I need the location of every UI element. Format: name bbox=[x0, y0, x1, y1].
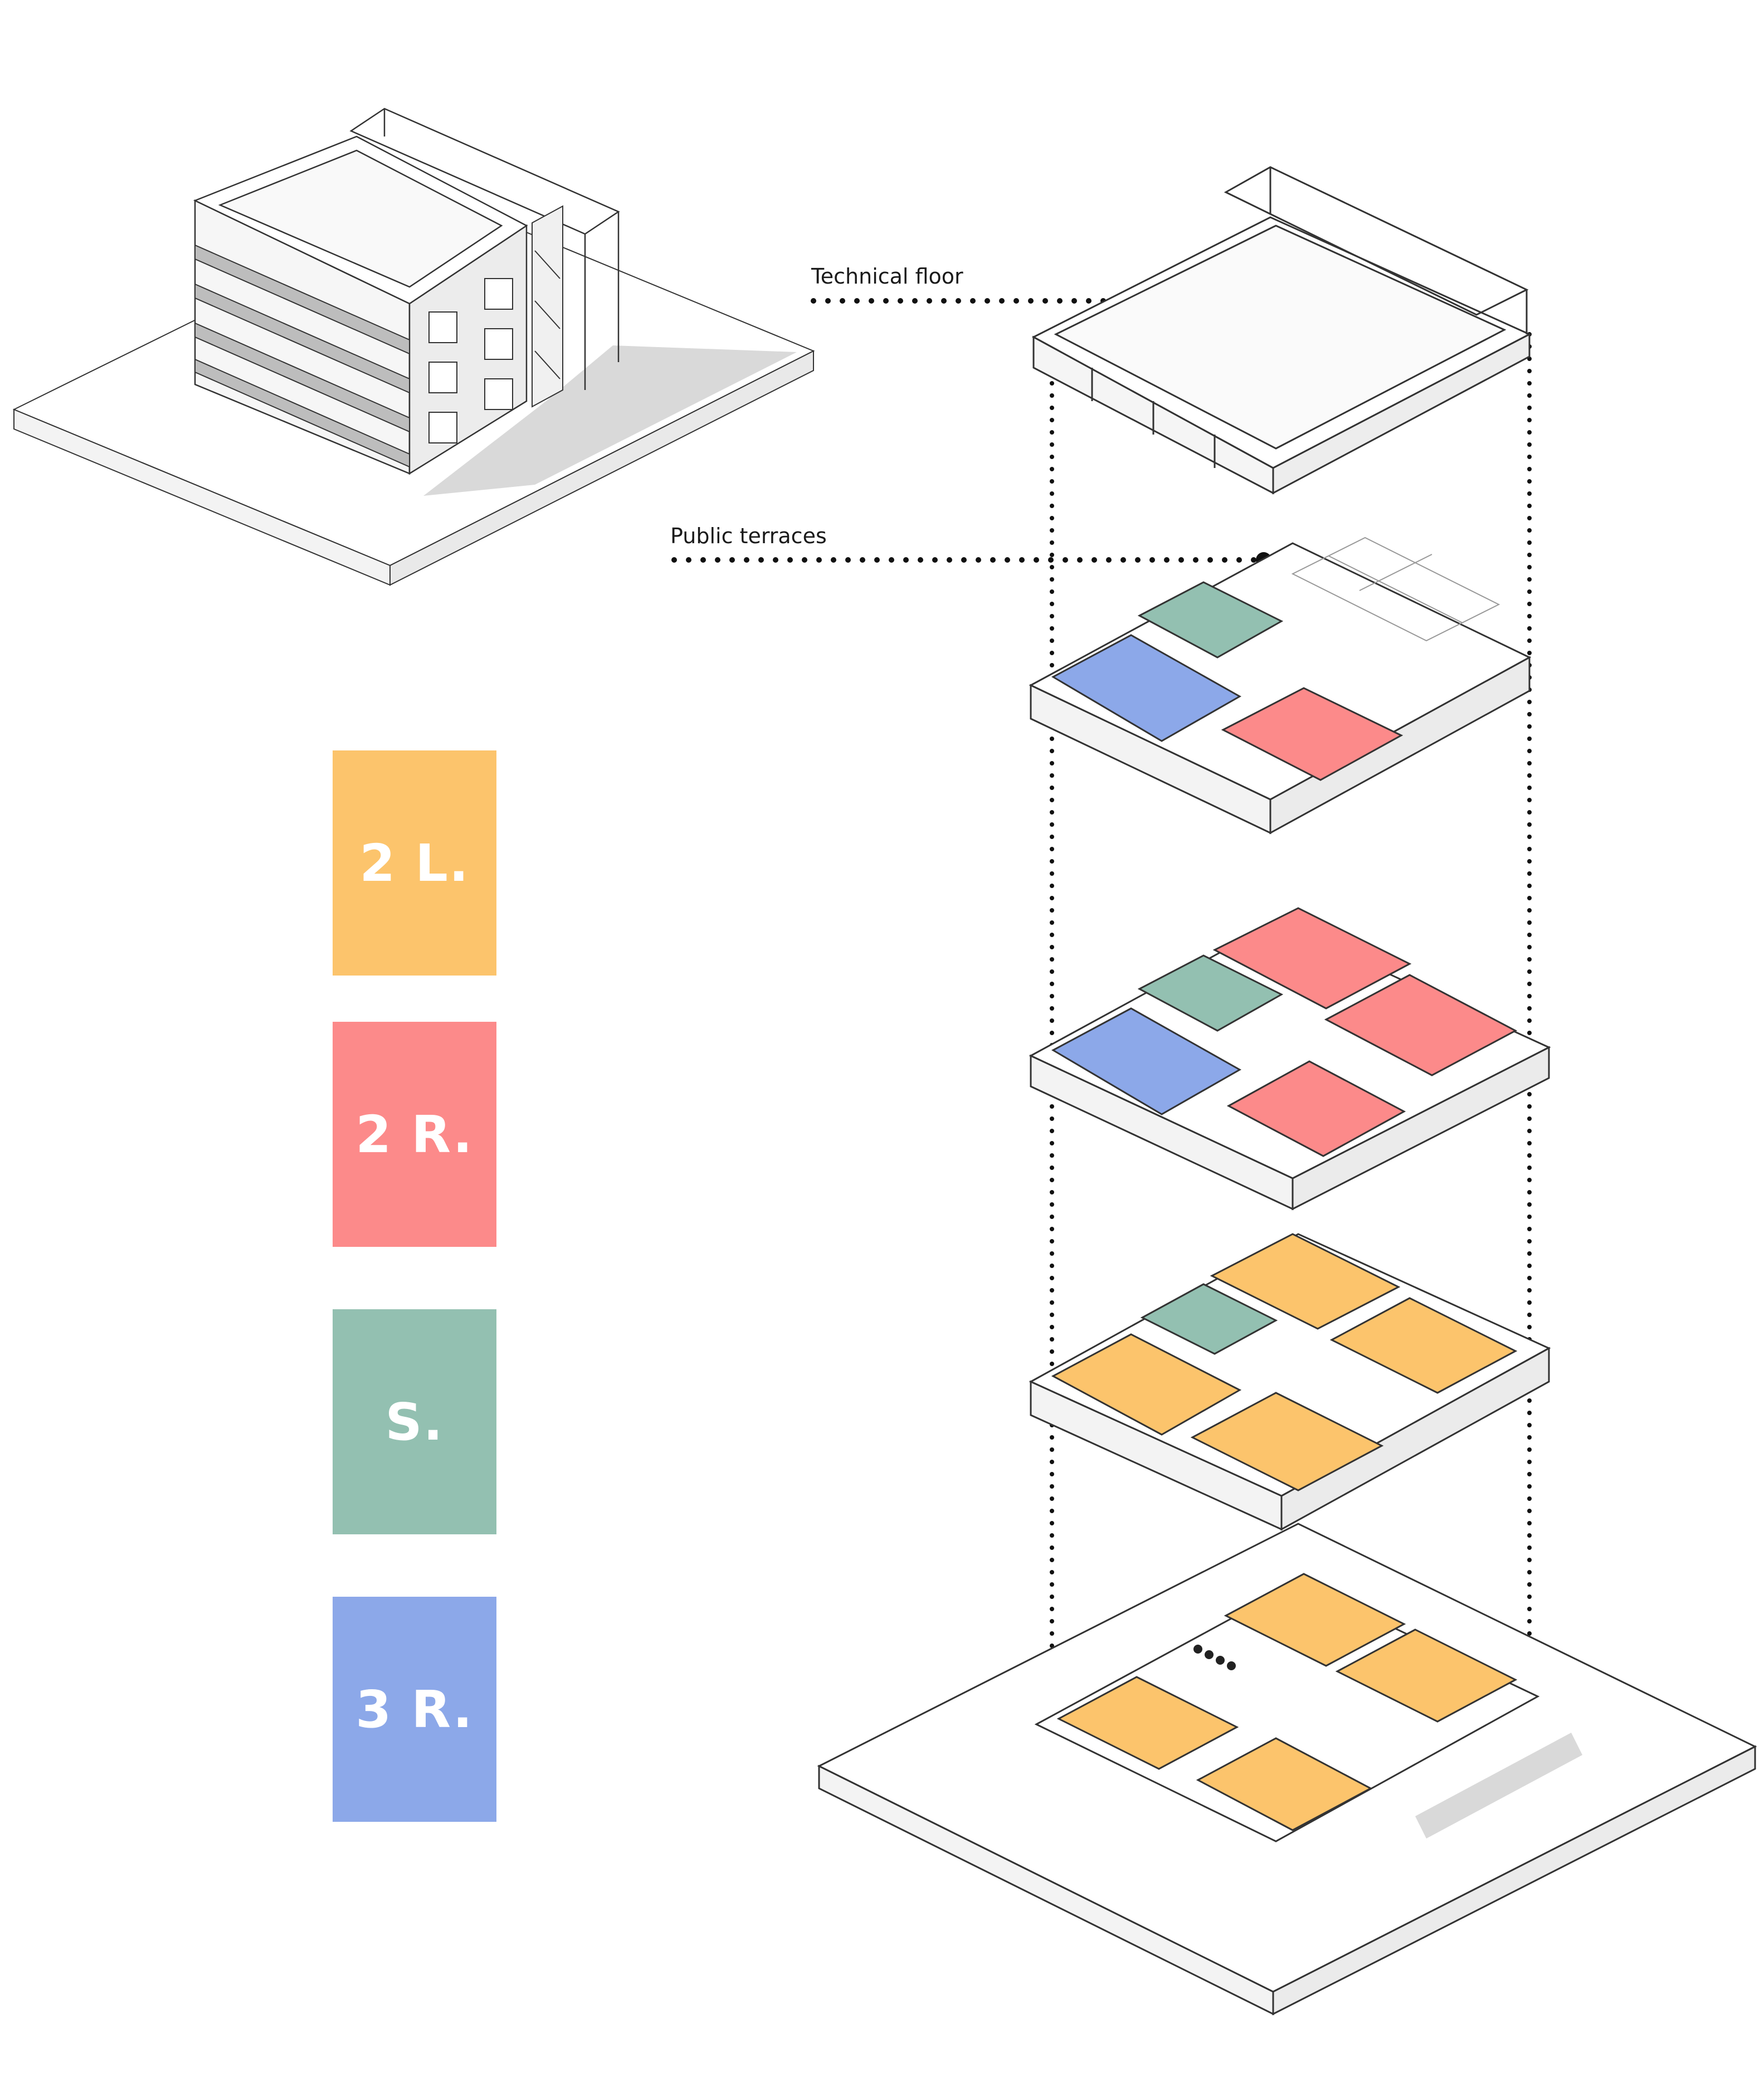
floor-3-plan bbox=[1029, 907, 1551, 1211]
callout-technical-floor: Technical floor bbox=[811, 264, 963, 289]
unit-2r-floor3-c bbox=[1226, 1060, 1406, 1157]
vertical-guide-lines bbox=[1050, 332, 1532, 1724]
unit-2r-floor4 bbox=[1221, 687, 1404, 781]
unit-2l-ground-b bbox=[1196, 1737, 1373, 1831]
unit-2r-floor3-b bbox=[1324, 974, 1518, 1076]
callout-public-terraces: Public terraces bbox=[670, 524, 827, 548]
unit-2l-floor2-c bbox=[1329, 1297, 1518, 1394]
unit-2l-ground-a bbox=[1056, 1676, 1239, 1770]
legend-label-2r: 2 R. bbox=[355, 1104, 474, 1164]
ground-shadow bbox=[1415, 1733, 1582, 1839]
floor-2-units bbox=[1051, 1233, 1518, 1491]
callout-public-terraces-leader bbox=[671, 552, 1271, 568]
ground-floor-plan bbox=[817, 1523, 1757, 2016]
legend-label-s: S. bbox=[385, 1392, 444, 1452]
legend-card-3r: 3 R. bbox=[333, 1597, 496, 1822]
unit-3r-floor4 bbox=[1051, 634, 1242, 742]
building-perspective bbox=[12, 108, 815, 586]
unit-2l-floor2-b bbox=[1210, 1233, 1401, 1330]
unit-2l-ground-d bbox=[1335, 1628, 1518, 1723]
legend-label-3r: 3 R. bbox=[355, 1679, 474, 1739]
building-shadow bbox=[423, 345, 797, 496]
facade-balconies bbox=[194, 244, 410, 468]
bike-parking-icon bbox=[1193, 1645, 1236, 1670]
legend-card-2l: 2 L. bbox=[333, 750, 496, 976]
unit-3r-floor3 bbox=[1051, 1007, 1242, 1115]
public-terraces-area bbox=[1291, 537, 1500, 642]
floor-3-units bbox=[1051, 907, 1518, 1157]
unit-2l-floor2-a bbox=[1051, 1333, 1242, 1436]
technical-floor-slab bbox=[1031, 166, 1532, 495]
unit-2r-floor3-a bbox=[1212, 907, 1412, 1010]
ground-units bbox=[1056, 1573, 1518, 1831]
floor-2-plan bbox=[1029, 1233, 1551, 1531]
unit-s-floor2 bbox=[1140, 1283, 1278, 1355]
stair-tower bbox=[532, 205, 563, 408]
legend-card-2r: 2 R. bbox=[333, 1022, 496, 1247]
unit-2l-floor2-d bbox=[1190, 1392, 1384, 1491]
legend-card-s: S. bbox=[333, 1309, 496, 1534]
unit-s-floor4 bbox=[1137, 581, 1284, 659]
floor-4-plan bbox=[1029, 537, 1532, 835]
unit-s-floor3 bbox=[1137, 954, 1284, 1032]
facade-windows bbox=[428, 278, 513, 443]
unit-2l-ground-c bbox=[1224, 1573, 1406, 1667]
legend-label-2l: 2 L. bbox=[359, 833, 470, 893]
floor-4-units bbox=[1051, 581, 1404, 781]
